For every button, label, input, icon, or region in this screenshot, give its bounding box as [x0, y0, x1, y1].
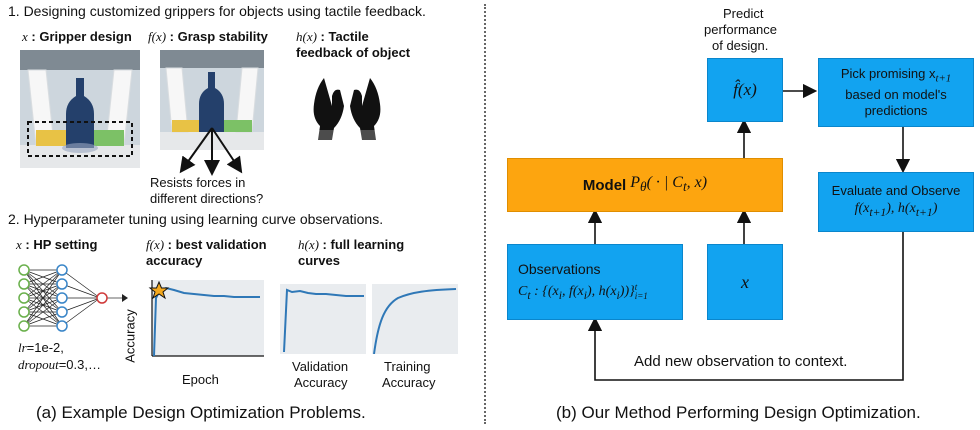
- observations-title: Observations: [518, 261, 601, 277]
- tactile-feedback-label-2: feedback of object: [296, 45, 411, 60]
- grasp-stability-label: f(x) : Grasp stability: [148, 29, 268, 44]
- pick-promising-box: Pick promising xt+1 based on model's pre…: [818, 58, 974, 127]
- training-curve-plot: [372, 284, 458, 354]
- best-validation-label: f(x) : best validation: [146, 237, 267, 252]
- best-validation-plot: [148, 280, 264, 357]
- grasp-stability-image: [160, 50, 264, 150]
- predict-text: Predict: [723, 6, 764, 21]
- validation-curve-plot: [280, 284, 366, 354]
- resists-forces-text-2: different directions?: [150, 191, 264, 206]
- best-validation-label-2: accuracy: [146, 253, 203, 268]
- epoch-axis-label: Epoch: [182, 372, 219, 387]
- tactile-feedback-label: h(x) : Tactile: [296, 29, 369, 44]
- hp-setting-label: x : HP setting: [16, 237, 98, 252]
- full-learning-curves-label-2: curves: [298, 253, 340, 268]
- neural-network-icon: [18, 264, 128, 332]
- hp-lr-value: lr=1e-2,: [18, 340, 64, 355]
- force-direction-arrows: [179, 127, 243, 176]
- validation-accuracy-label: Validation: [292, 359, 349, 374]
- fhat-box: f̂(x): [707, 58, 783, 122]
- validation-accuracy-label-2: Accuracy: [294, 375, 348, 390]
- x-input-box: x: [707, 244, 783, 320]
- caption-a: (a) Example Design Optimization Problems…: [36, 403, 366, 422]
- gripper-design-image: [20, 50, 140, 168]
- add-observation-text: Add new observation to context.: [634, 353, 848, 370]
- training-accuracy-label-2: Accuracy: [382, 375, 436, 390]
- resists-forces-text: Resists forces in: [150, 175, 246, 190]
- caption-b: (b) Our Method Performing Design Optimiz…: [556, 403, 921, 422]
- predict-text-3: of design.: [712, 38, 769, 53]
- heading-gripper-problem: 1. Designing customized grippers for obj…: [8, 3, 426, 19]
- hands-icon: [313, 78, 381, 140]
- training-accuracy-label: Training: [384, 359, 431, 374]
- evaluate-observe-box: Evaluate and Observe f(xt+1), h(xt+1): [818, 172, 974, 232]
- hp-dropout-value: dropout=0.3,…: [18, 357, 101, 372]
- gripper-design-label: x : Gripper design: [22, 29, 132, 44]
- predict-text-2: performance: [704, 22, 777, 37]
- star-marker: [148, 280, 170, 300]
- full-learning-curves-label: h(x) : full learning: [298, 237, 405, 252]
- model-box: Model Pθ( · | Ct, x): [507, 158, 783, 212]
- panel-divider: [484, 4, 486, 424]
- heading-hp-tuning: 2. Hyperparameter tuning using learning …: [8, 211, 384, 227]
